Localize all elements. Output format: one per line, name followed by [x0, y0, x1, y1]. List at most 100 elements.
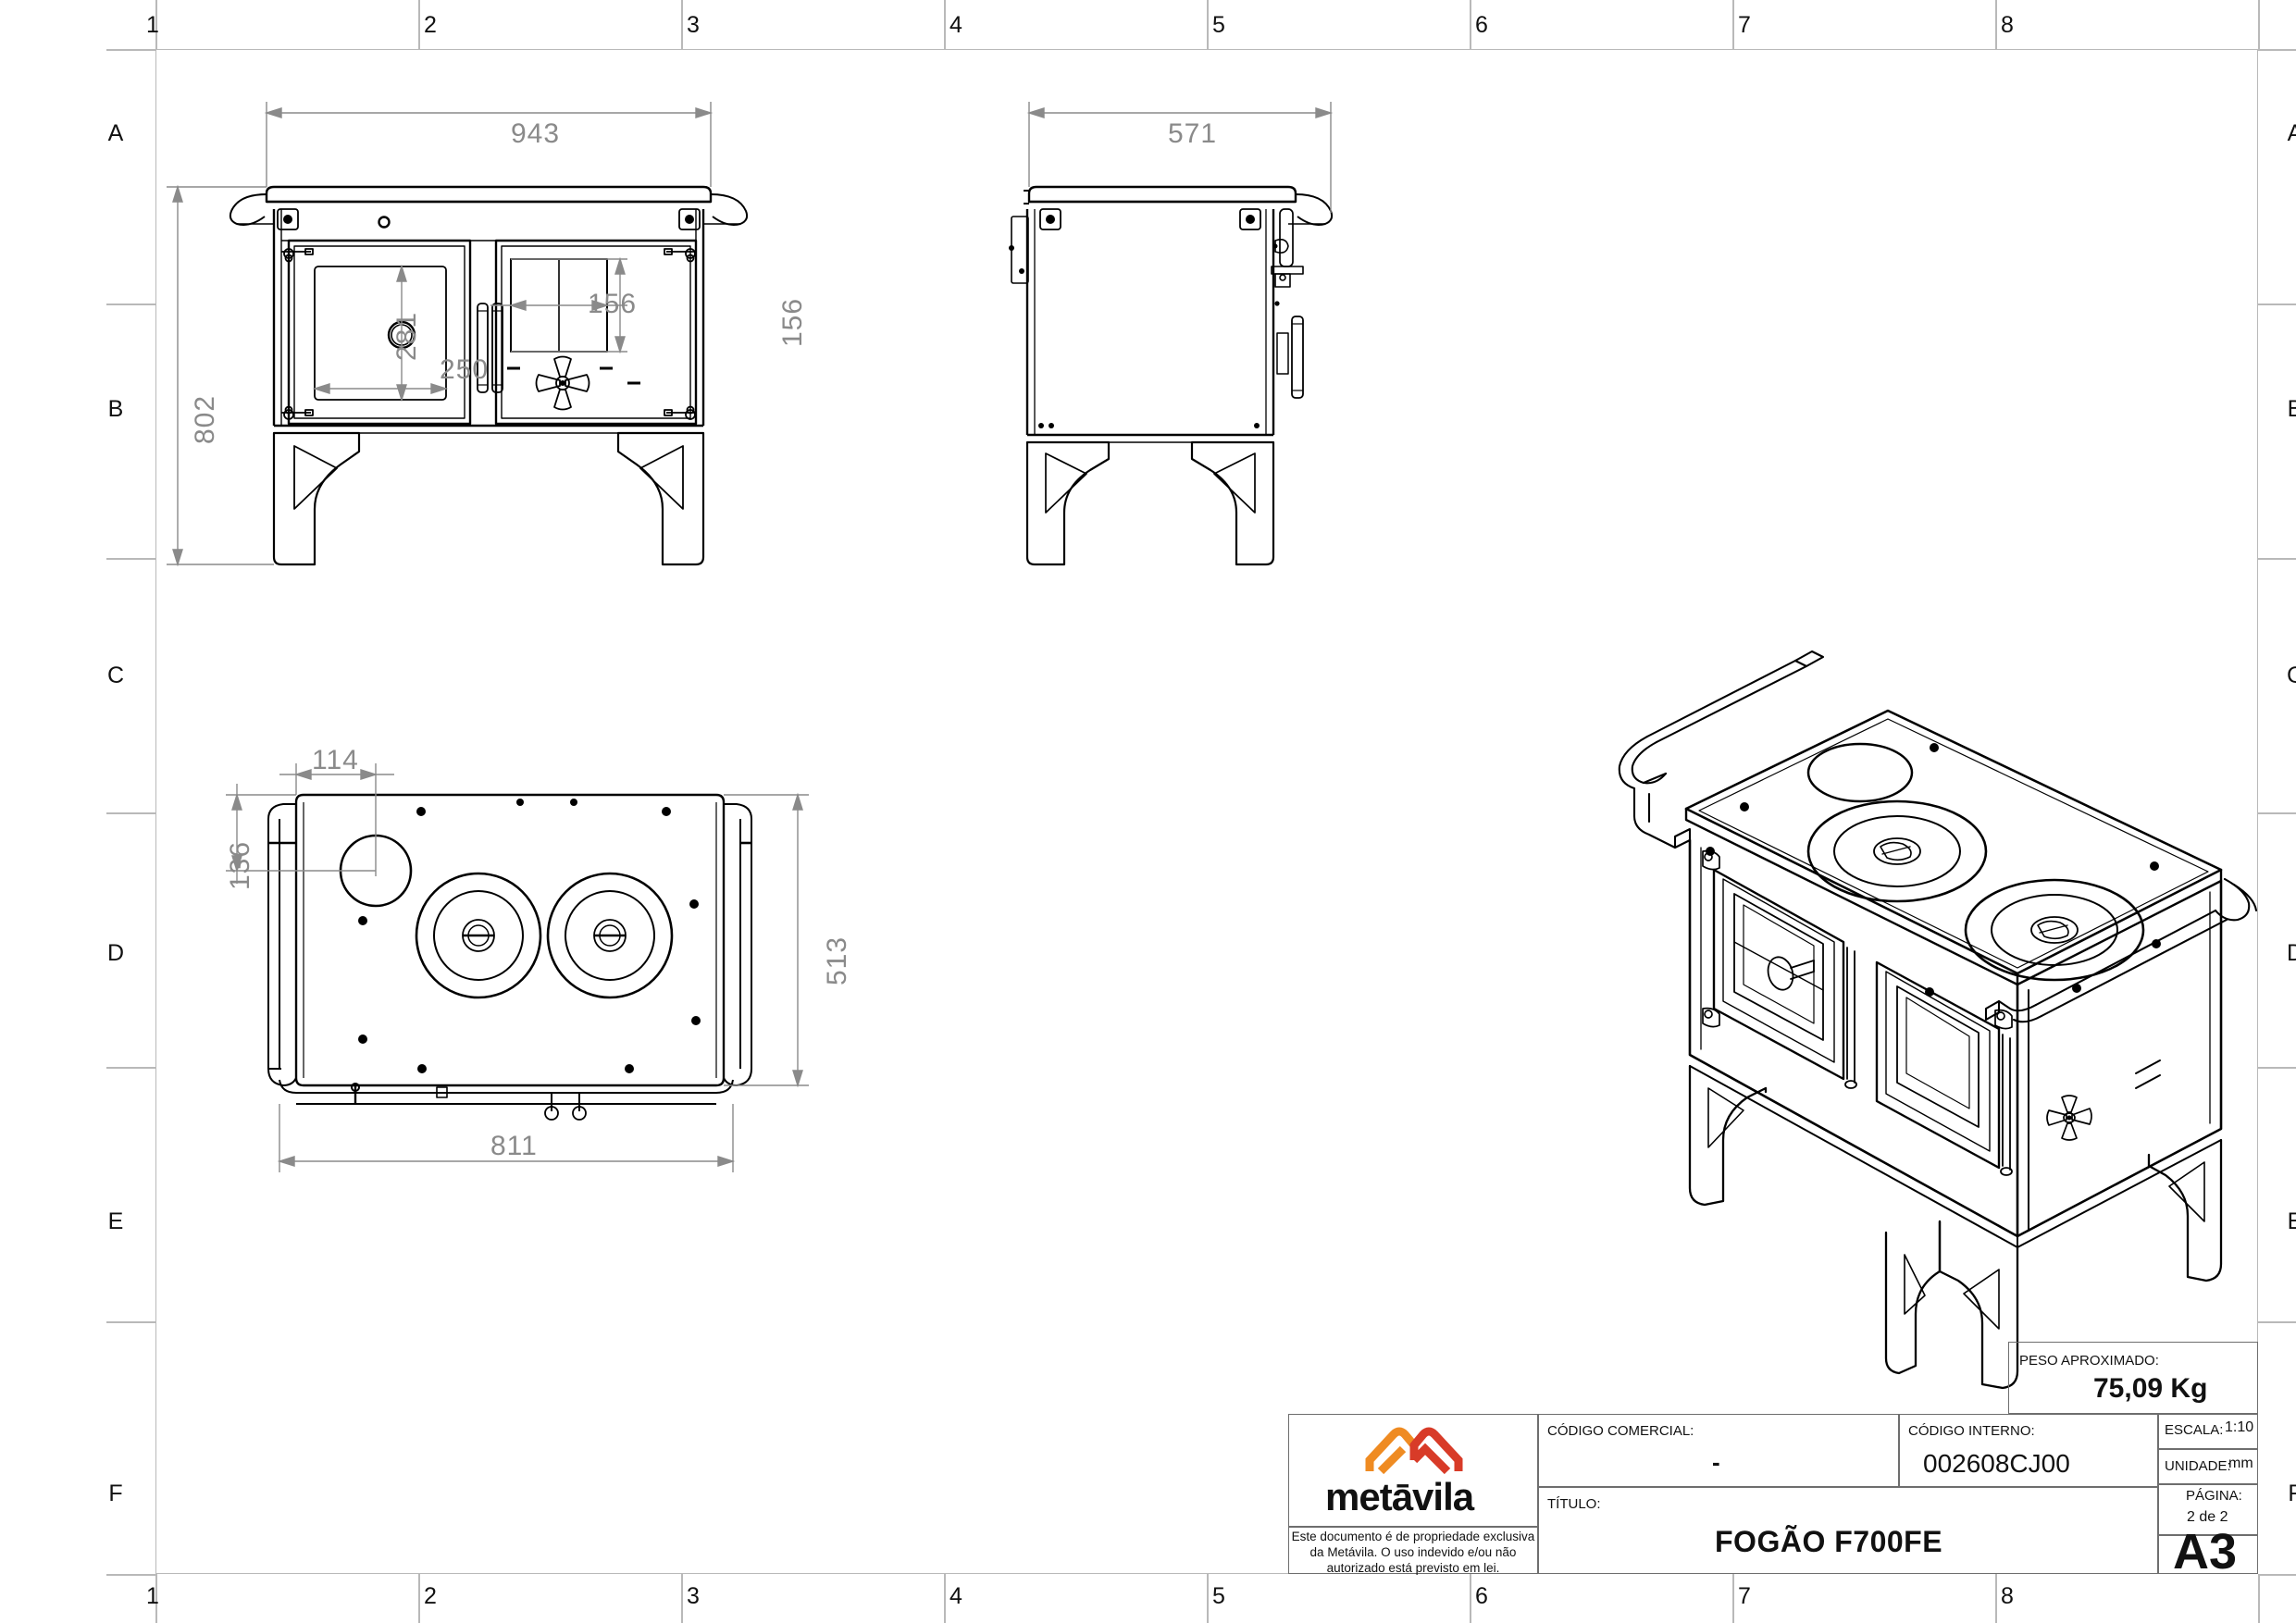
dim-front-156-w: 156 [588, 289, 638, 319]
grid-label-col-3-bottom: 3 [687, 1583, 700, 1609]
grid-tick-top [681, 0, 683, 49]
unit-cell [2158, 1449, 2258, 1484]
grid-label-col-6-bottom: 6 [1475, 1583, 1488, 1609]
logo-cell [1288, 1414, 1538, 1527]
grid-tick-top [1470, 0, 1471, 49]
grid-label-col-8-bottom: 8 [2001, 1583, 2014, 1609]
grid-label-col-6: 6 [1475, 12, 1488, 38]
grid-label-row-b-right: B [2287, 396, 2296, 422]
grid-tick-top [1207, 0, 1209, 49]
grid-tick-bottom [681, 1574, 683, 1623]
legal-line-3: autorizado está previsto em lei. [1326, 1561, 1500, 1575]
unit-label: UNIDADE: [2165, 1458, 2231, 1474]
dim-front-250: 250 [440, 354, 490, 385]
front-view-dimensions [167, 102, 714, 567]
legal-cell [1288, 1527, 1538, 1574]
dim-top-136: 136 [225, 840, 255, 890]
grid-label-col-2: 2 [424, 12, 437, 38]
dim-front-943: 943 [511, 118, 561, 149]
grid-tick-top [1732, 0, 1734, 49]
grid-label-row-c: C [106, 663, 125, 688]
dim-top-513: 513 [822, 935, 852, 985]
grid-tick-right [2258, 812, 2296, 814]
dim-front-281: 281 [391, 311, 422, 361]
internal-code-label: CÓDIGO INTERNO: [1908, 1423, 2035, 1439]
grid-label-col-2-bottom: 2 [424, 1583, 437, 1609]
title-cell [1538, 1487, 2158, 1574]
grid-tick-right [2258, 558, 2296, 560]
grid-tick-left [106, 558, 155, 560]
internal-code-value: 002608CJ00 [1923, 1449, 2070, 1478]
grid-tick-top [155, 0, 157, 49]
format-value: A3 [2173, 1524, 2238, 1580]
grid-label-col-1-bottom: 1 [146, 1583, 159, 1609]
grid-tick-left [106, 304, 155, 305]
scale-label: ESCALA: [2165, 1422, 2224, 1438]
grid-tick-left [106, 1574, 155, 1576]
isometric-view [1618, 650, 2258, 1390]
grid-label-row-d-right: D [2286, 940, 2296, 966]
grid-tick-top [1995, 0, 1997, 49]
grid-tick-top [418, 0, 420, 49]
top-view-dimensions [226, 763, 809, 1172]
commercial-code-cell [1538, 1414, 1899, 1487]
grid-label-col-4-bottom: 4 [949, 1583, 962, 1609]
grid-label-col-3: 3 [687, 12, 700, 38]
grid-tick-right [2258, 49, 2296, 51]
dim-top-114: 114 [312, 745, 359, 775]
grid-label-row-e: E [107, 1208, 124, 1234]
internal-code-cell [1899, 1414, 2158, 1487]
grid-tick-right [2258, 1574, 2296, 1576]
grid-label-row-e-right: E [2287, 1208, 2296, 1234]
grid-tick-bottom [155, 1574, 157, 1623]
dim-top-811: 811 [490, 1131, 538, 1161]
drawing-title-value: FOGÃO F700FE [1715, 1525, 1943, 1558]
title-label: TÍTULO: [1547, 1496, 1601, 1512]
commercial-code-value: - [1712, 1448, 1720, 1476]
grid-tick-right [2258, 1067, 2296, 1069]
grid-tick-bottom [1995, 1574, 1997, 1623]
page-value: 2 de 2 [2187, 1509, 2228, 1525]
scale-cell [2158, 1414, 2258, 1449]
page-cell [2158, 1484, 2258, 1535]
grid-tick-top [944, 0, 946, 49]
scale-value: 1:10 [2225, 1419, 2254, 1435]
grid-label-col-7: 7 [1738, 12, 1751, 38]
grid-label-col-5-bottom: 5 [1212, 1583, 1225, 1609]
grid-tick-bottom [1207, 1574, 1209, 1623]
metavila-logo-icon [1365, 1427, 1463, 1475]
grid-tick-bottom [418, 1574, 420, 1623]
grid-label-col-8: 8 [2001, 12, 2014, 38]
dim-front-156-h: 156 [777, 297, 808, 347]
grid-label-col-7-bottom: 7 [1738, 1583, 1751, 1609]
company-name: metāvila [1325, 1475, 1474, 1518]
dim-front-802: 802 [190, 394, 220, 444]
grid-label-row-a-right: A [2287, 120, 2296, 146]
grid-tick-top [2258, 0, 2260, 49]
grid-label-row-d: D [106, 940, 125, 966]
grid-tick-left [106, 812, 155, 814]
weight-box [2008, 1342, 2258, 1414]
unit-value: mm [2228, 1456, 2253, 1471]
top-view [267, 793, 752, 1121]
format-cell [2158, 1535, 2258, 1574]
page-label: PÁGINA: [2186, 1488, 2242, 1504]
grid-label-row-b: B [107, 396, 124, 422]
grid-tick-bottom [1470, 1574, 1471, 1623]
grid-label-row-f-right: F [2288, 1481, 2296, 1506]
grid-tick-left [106, 1067, 155, 1069]
grid-tick-left [106, 49, 155, 51]
grid-label-col-5: 5 [1212, 12, 1225, 38]
commercial-code-label: CÓDIGO COMERCIAL: [1547, 1423, 1694, 1439]
dim-side-571: 571 [1168, 118, 1218, 149]
legal-line-1: Este documento é de propriedade exclusiv… [1291, 1530, 1535, 1543]
side-view [1009, 185, 1334, 566]
grid-label-col-1: 1 [146, 12, 159, 38]
grid-tick-bottom [1732, 1574, 1734, 1623]
grid-label-col-4: 4 [949, 12, 962, 38]
legal-line-2: da Metávila. O uso indevido e/ou não [1309, 1545, 1517, 1559]
grid-tick-right [2258, 304, 2296, 305]
weight-label: PESO APROXIMADO: [2019, 1353, 2159, 1369]
grid-tick-bottom [2258, 1574, 2260, 1623]
